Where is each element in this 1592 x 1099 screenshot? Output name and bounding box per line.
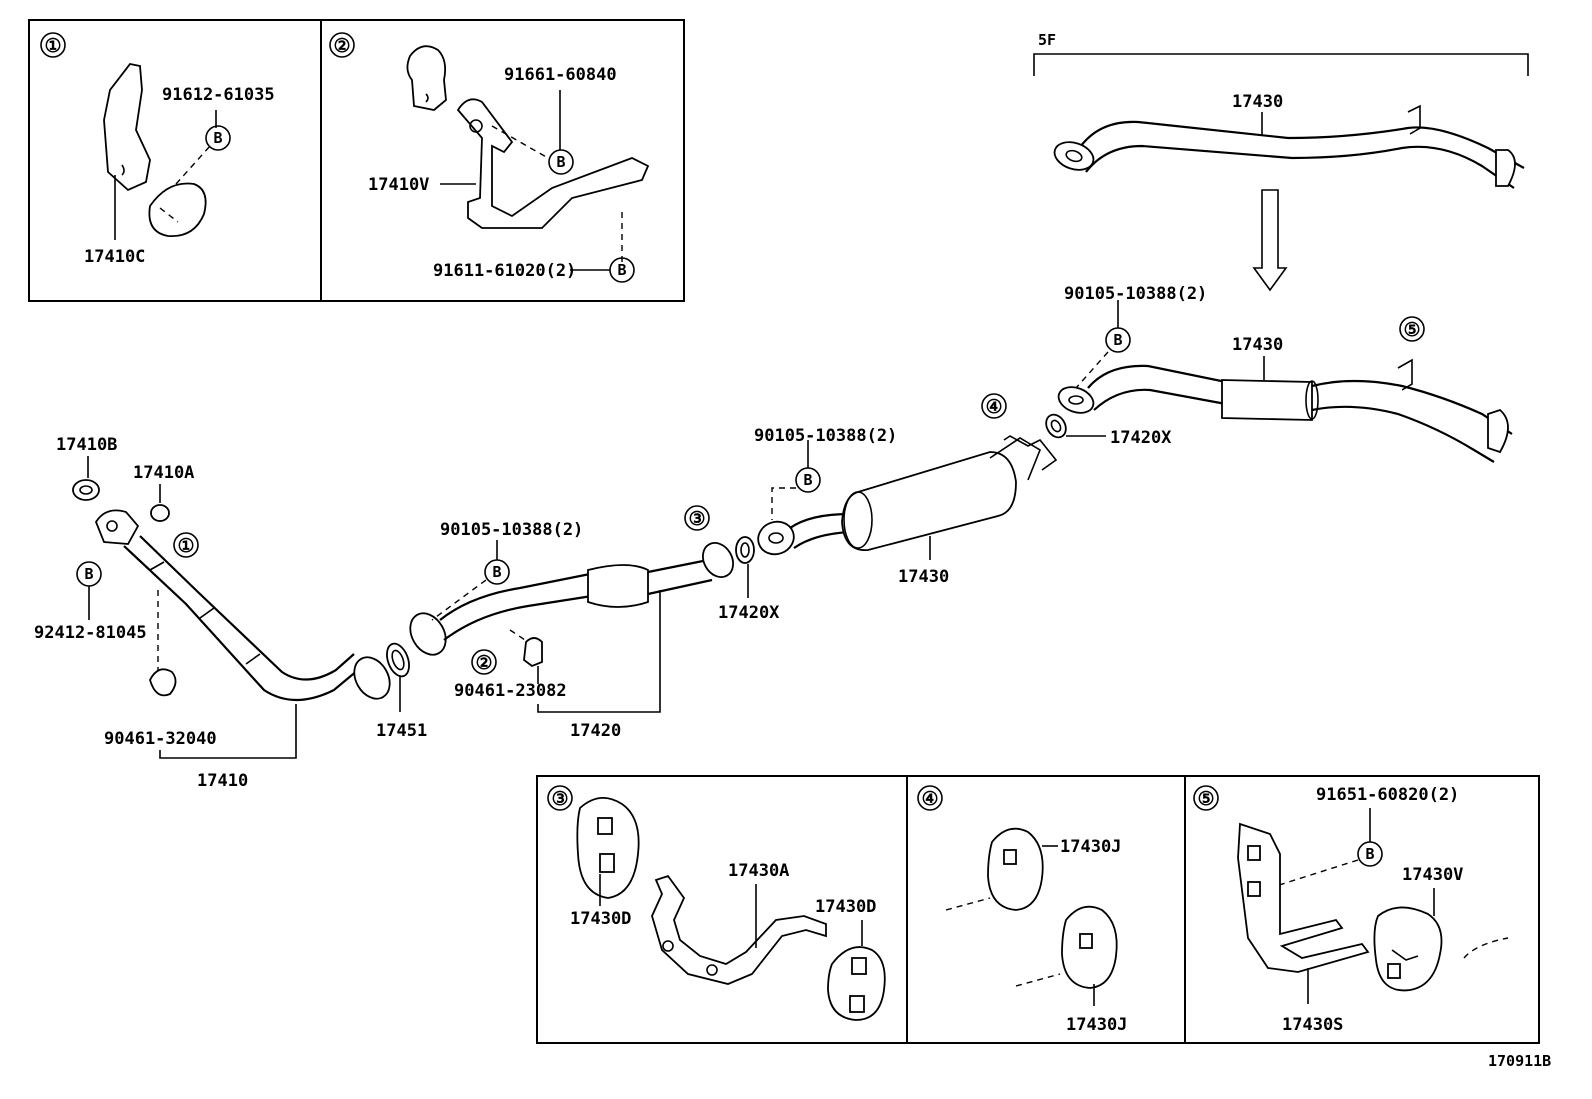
clamp-center-shape (523, 637, 543, 668)
label-90461-32040: 90461-32040 (104, 729, 217, 749)
callout-1-main: ① (177, 535, 194, 557)
callout-4-main: ④ (985, 396, 1002, 418)
tail-muffler-shape (1221, 379, 1313, 421)
tail-pipe-assembly: ⑤ 17430 B 90105-10388(2) 17420X (1045, 284, 1513, 463)
label-91651-60820: 91651-60820(2) (1316, 785, 1459, 805)
clamp-upper-shape (406, 45, 447, 111)
bolt-b-marker: B (213, 129, 222, 147)
clamp-shape (148, 182, 207, 237)
bolt-b-marker-top: B (556, 153, 565, 171)
label-17430j-top: 17430J (1060, 837, 1121, 857)
front-pipe-assembly: 17410B 17410A ① B 92412-81045 90461-3204… (34, 435, 391, 791)
label-17410b: 17410B (56, 435, 117, 455)
label-17410c: 17410C (84, 247, 145, 267)
label-17420x-tail: 17420X (1110, 428, 1172, 448)
label-90461-23082: 90461-23082 (454, 681, 567, 701)
label-17410a: 17410A (133, 463, 194, 483)
nut-17410a-shape (150, 504, 170, 522)
bolt-b-front: B (84, 565, 93, 583)
label-17430v: 17430V (1402, 865, 1463, 885)
label-17420: 17420 (570, 721, 621, 741)
label-17430-variant: 17430 (1232, 92, 1283, 112)
label-17430a: 17430A (728, 861, 789, 881)
label-17430-tail: 17430 (1232, 335, 1283, 355)
label-17430d-left: 17430D (570, 909, 631, 929)
bolt-b-muffler: B (803, 471, 812, 489)
gasket-17410b-shape (72, 479, 100, 501)
label-90105-10388-center: 90105-10388(2) (440, 520, 583, 540)
bolt-b-tail: B (1113, 331, 1122, 349)
label-17430j-bottom: 17430J (1066, 1015, 1127, 1035)
hanger-17430j-top-shape (987, 827, 1044, 911)
label-17410: 17410 (197, 771, 248, 791)
callout-3: ③ (551, 788, 568, 810)
label-5f: 5F (1038, 31, 1056, 49)
bracket-17430s-shape (1237, 822, 1370, 973)
label-17420x-mid: 17420X (718, 603, 780, 623)
bracket-17430a-shape (651, 874, 827, 985)
callout-5: ⑤ (1197, 788, 1214, 810)
callout-2: ② (333, 35, 350, 57)
gasket-17451: 17451 (376, 642, 427, 741)
hanger-17430v-shape (1373, 906, 1443, 992)
callout-4: ④ (921, 788, 938, 810)
label-17430s: 17430S (1282, 1015, 1343, 1035)
label-91612-61035: 91612-61035 (162, 85, 275, 105)
hanger-17430d-right-shape (827, 946, 886, 1021)
center-pipe-assembly: ③ B 90105-10388(2) ② 90461-23082 17420 (409, 505, 734, 741)
inset-5-panel: ⑤ 91651-60820(2) B 17430S 17430V (1184, 775, 1540, 1044)
callout-5-main: ⑤ (1403, 319, 1420, 341)
label-90105-10388-tail: 90105-10388(2) (1064, 284, 1207, 304)
inset-1-panel: ① B 91612-61035 17410C (28, 19, 322, 302)
inset-2-panel: ② B 91661-60840 17410V B 91611-61020(2) (320, 19, 685, 302)
label-17410v: 17410V (368, 175, 429, 195)
bolt-b-marker-bottom: B (617, 261, 626, 279)
callout-1: ① (44, 35, 61, 57)
gasket-17420x-mid: 17420X (718, 536, 780, 623)
callout-3-main: ③ (688, 508, 705, 530)
bracket-17410c-shape (103, 63, 151, 192)
inset-4-panel: ④ 17430J 17430J (906, 775, 1186, 1044)
clamp-front-shape (149, 668, 177, 697)
label-17430-muffler: 17430 (898, 567, 949, 587)
label-17430d-right: 17430D (815, 897, 876, 917)
hanger-17430d-left-shape (576, 797, 640, 899)
label-92412-81045: 92412-81045 (34, 623, 147, 643)
callout-2-main: ② (475, 652, 492, 674)
bracket-17410v-shape (456, 98, 650, 229)
variant-5f: 5F 17430 (1033, 31, 1529, 292)
label-91661-60840: 91661-60840 (504, 65, 617, 85)
label-91611-61020: 91611-61020(2) (433, 261, 576, 281)
muffler-shape (841, 451, 1017, 551)
bolt-b-center: B (492, 563, 501, 581)
label-17451: 17451 (376, 721, 427, 741)
muffler-assembly: ④ 17430 B 90105-10388(2) (754, 393, 1058, 587)
bolt-b-inset5: B (1365, 845, 1374, 863)
diagram-id: 170911B (1488, 1052, 1551, 1070)
label-90105-10388-muffler: 90105-10388(2) (754, 426, 897, 446)
inset-3-panel: ③ 17430D 17430A 17430D (536, 775, 908, 1044)
